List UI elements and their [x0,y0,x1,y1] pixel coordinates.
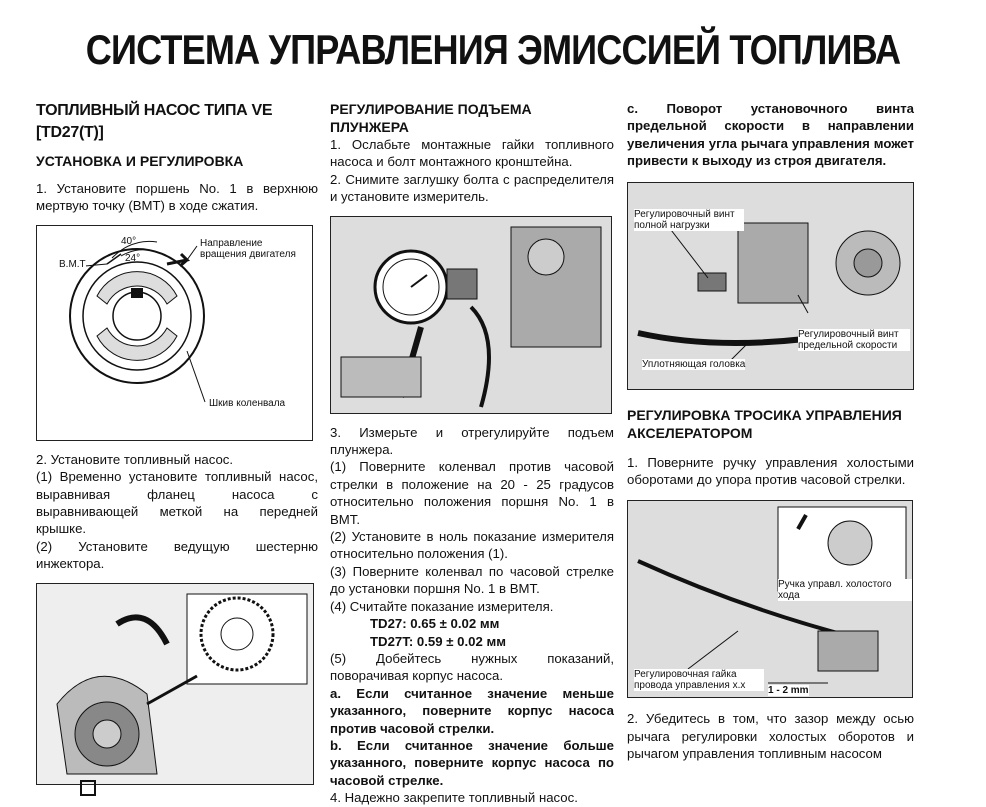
plunger-step-3-3: (3) Поверните коленвал по часовой стрелк… [330,563,614,597]
plunger-step-3-4: (4) Считайте показание измерителя. [330,598,554,614]
spec-td27t: TD27T: 0.59 ± 0.02 мм [370,633,506,649]
adjust-screws-figure: Регулировочный винт полной нагрузки Регу… [627,181,914,390]
idle-knob-figure: Ручка управл. холостого хода Регулировоч… [627,500,913,699]
plunger-step-3: 3. Измерьте и отрегулируйте подъем плунж… [330,424,614,458]
step-1: 1. Установите поршень No. 1 в верхнюю ме… [36,181,318,214]
section-heading-model: [TD27(T)] [36,124,104,141]
spec-td27: TD27: 0.65 ± 0.02 мм [370,616,500,632]
plunger-lift-heading: РЕГУЛИРОВАНИЕ ПОДЪЕМА ПЛУНЖЕРА [330,101,532,135]
step-2-2: (2) Установите ведущую шестерню инжектор… [36,538,318,572]
accel-step-2: 2. Убедитесь в том, что зазор между осью… [627,711,914,762]
plunger-step-3-1: (1) Поверните коленвал против часовой ст… [330,459,614,527]
plunger-step-1: 1. Ослабьте монтажные гайки топливного н… [330,137,614,170]
plunger-step-2: 2. Снимите заглушку болта с распределите… [330,171,614,205]
max-speed-screw-label: Регулировочный винт предельной скорости [798,328,910,351]
plunger-step-3-2: (2) Установите в ноль показание измерите… [330,529,614,562]
subheading-install: УСТАНОВКА И РЕГУЛИРОВКА [36,153,244,169]
dial-gauge-figure [330,215,612,414]
angle-24-label: 24° [125,252,141,264]
idle-nut-label: Регулировочная гайка провода управления … [634,669,764,692]
column-2: РЕГУЛИРОВАНИЕ ПОДЪЕМА ПЛУНЖЕРА 1. Ослабь… [330,100,614,807]
accel-cable-heading: РЕГУЛИРОВКА ТРОСИКА УПРАВЛЕНИЯ АКСЕЛЕРАТ… [627,406,902,441]
angle-40-label: 40° [121,235,137,247]
seal-head-label: Уплотняющая головка [642,358,746,370]
full-load-screw-label: Регулировочный винт полной нагрузки [634,208,744,231]
gap-label: 1 - 2 mm [768,685,809,697]
footer-icon [80,780,96,796]
page-title: СИСТЕМА УПРАВЛЕНИЯ ЭМИССИЕЙ ТОПЛИВА [85,26,901,73]
column-3: c. Поворот установочного винта предельно… [627,100,914,763]
crank-pulley-label: Шкив коленвала [209,397,286,409]
idle-knob-label: Ручка управл. холостого хода [778,579,912,602]
column-1: ТОПЛИВНЫЙ НАСОС ТИПА VE [TD27(T)] УСТАНО… [36,100,318,785]
warning-c: c. Поворот установочного винта предельно… [627,101,914,169]
plunger-step-a: a. Если считанное значение меньше указан… [330,685,614,736]
crank-pulley-figure: B.M.T 40° 24° Направление вращения двига… [36,224,313,441]
plunger-step-4: 4. Надежно закрепите топливный насос. [330,790,578,806]
plunger-step-3-5: (5) Добейтесь нужных показаний, поворачи… [330,650,614,684]
section-heading-ve-pump: ТОПЛИВНЫЙ НАСОС ТИПА VE [36,102,273,119]
rotation-direction-label: Направление вращения двигателя [200,237,308,260]
plunger-step-b: b. Если считанное значение больше указан… [330,737,614,788]
bmt-label: B.M.T [59,258,86,270]
accel-step-1: 1. Поверните ручку управления холостыми … [627,454,914,488]
step-2-1: (1) Временно установите топливный насос,… [36,469,318,537]
step-2: 2. Установите топливный насос. [36,451,234,467]
pump-install-figure [36,582,314,785]
